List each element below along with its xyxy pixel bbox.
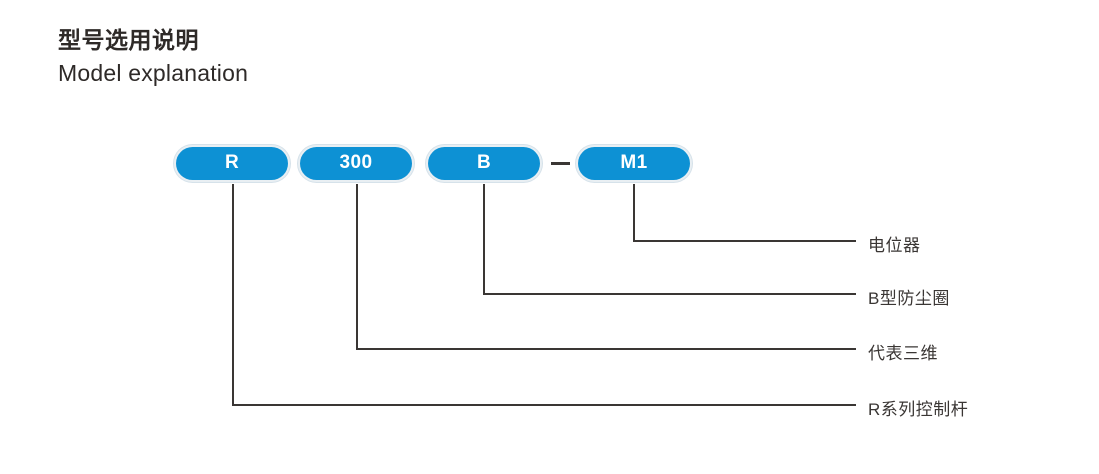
page-title-cn: 型号选用说明 [58,27,199,53]
callout-label-size: 代表三维 [868,344,938,363]
leader-vertical-size [356,184,358,350]
model-segment-size-label: 300 [339,152,373,173]
model-segment-seal-label: B [476,152,492,173]
model-code-separator-dash [551,162,570,165]
page-title-en: Model explanation [58,60,249,86]
model-segment-series-label: R [224,152,240,173]
leader-horizontal-size [356,348,856,350]
callout-label-seal: B型防尘圈 [868,289,950,308]
model-segment-option-label: M1 [620,152,648,173]
leader-vertical-series [232,184,234,406]
leader-vertical-option [633,184,635,242]
model-segment-size: 300 [300,147,412,180]
leader-horizontal-option [633,240,856,242]
model-segment-series: R [176,147,288,180]
leader-horizontal-series [232,404,856,406]
callout-label-series: R系列控制杆 [868,400,969,419]
callout-label-option: 电位器 [868,236,921,255]
leader-vertical-seal [483,184,485,295]
model-segment-option: M1 [578,147,690,180]
leader-horizontal-seal [483,293,856,295]
model-segment-seal: B [428,147,540,180]
